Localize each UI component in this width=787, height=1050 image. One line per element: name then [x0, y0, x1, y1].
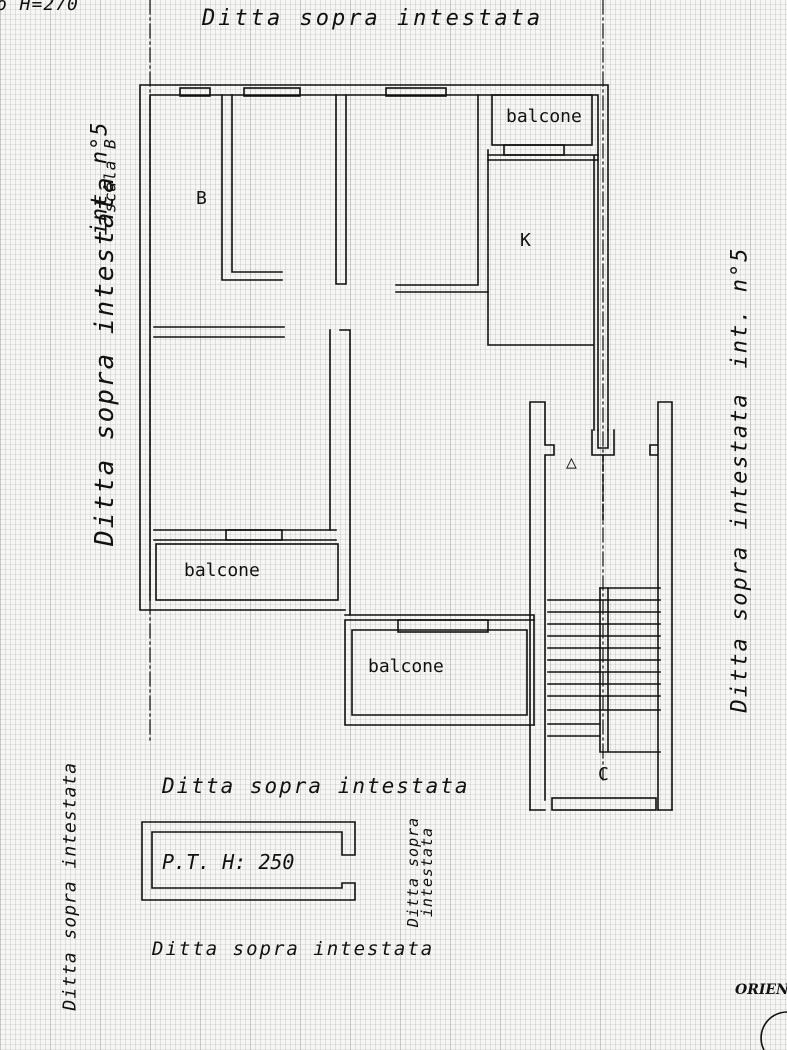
window-stairs [551, 797, 657, 811]
room-b-label: B [196, 188, 207, 209]
neighbor-below-stairs-label: Ditta sopra intestata [162, 774, 470, 798]
neighbor-left-scala-label: scala B [100, 138, 120, 213]
neighbor-small-vertical-label: Ditta sopra intestata [404, 816, 436, 928]
neighbor-top-label: Ditta sopra intestata [202, 6, 544, 31]
wall-mid-vert [335, 94, 347, 285]
window-balcony-left [225, 529, 283, 541]
window-balcony-bottom [397, 619, 489, 633]
pt-box [141, 821, 356, 901]
stairwell-walls [529, 401, 555, 811]
windows-top [179, 87, 447, 97]
room-k-label: K [520, 230, 531, 251]
stair-treads [547, 587, 661, 753]
balcony-top-right-label: balcone [506, 106, 582, 127]
orientation-label: ORIEN [735, 982, 787, 998]
balcony-left-box [155, 543, 339, 601]
wall-b-right [221, 94, 283, 281]
neighbor-left-label: Ditta sopra intestata [90, 175, 120, 546]
neighbor-right-int-label: int. n°5 [727, 246, 753, 369]
window-k [503, 144, 565, 156]
wall-hall-mid [329, 329, 351, 616]
neighbor-far-left-label: Ditta sopra intestata [59, 761, 81, 1011]
wall-k [395, 94, 489, 293]
pt-label: P.T. H: 250 [162, 850, 295, 874]
wall-hall [153, 326, 285, 338]
neighbor-right-label: Ditta sopra intestata [727, 392, 753, 713]
balcony-bottom-label: balcone [368, 656, 444, 677]
wall-bottom-left [153, 529, 337, 541]
triangle-marker: △ [566, 452, 577, 473]
neighbor-bottom-label: Ditta sopra intestata [152, 938, 435, 960]
outer-wall [139, 84, 609, 611]
balcony-left-label: balcone [184, 560, 260, 581]
corner-label: o H=270 [0, 0, 79, 15]
room-c-label: C [598, 764, 609, 785]
orientation-compass-icon [760, 1011, 787, 1050]
